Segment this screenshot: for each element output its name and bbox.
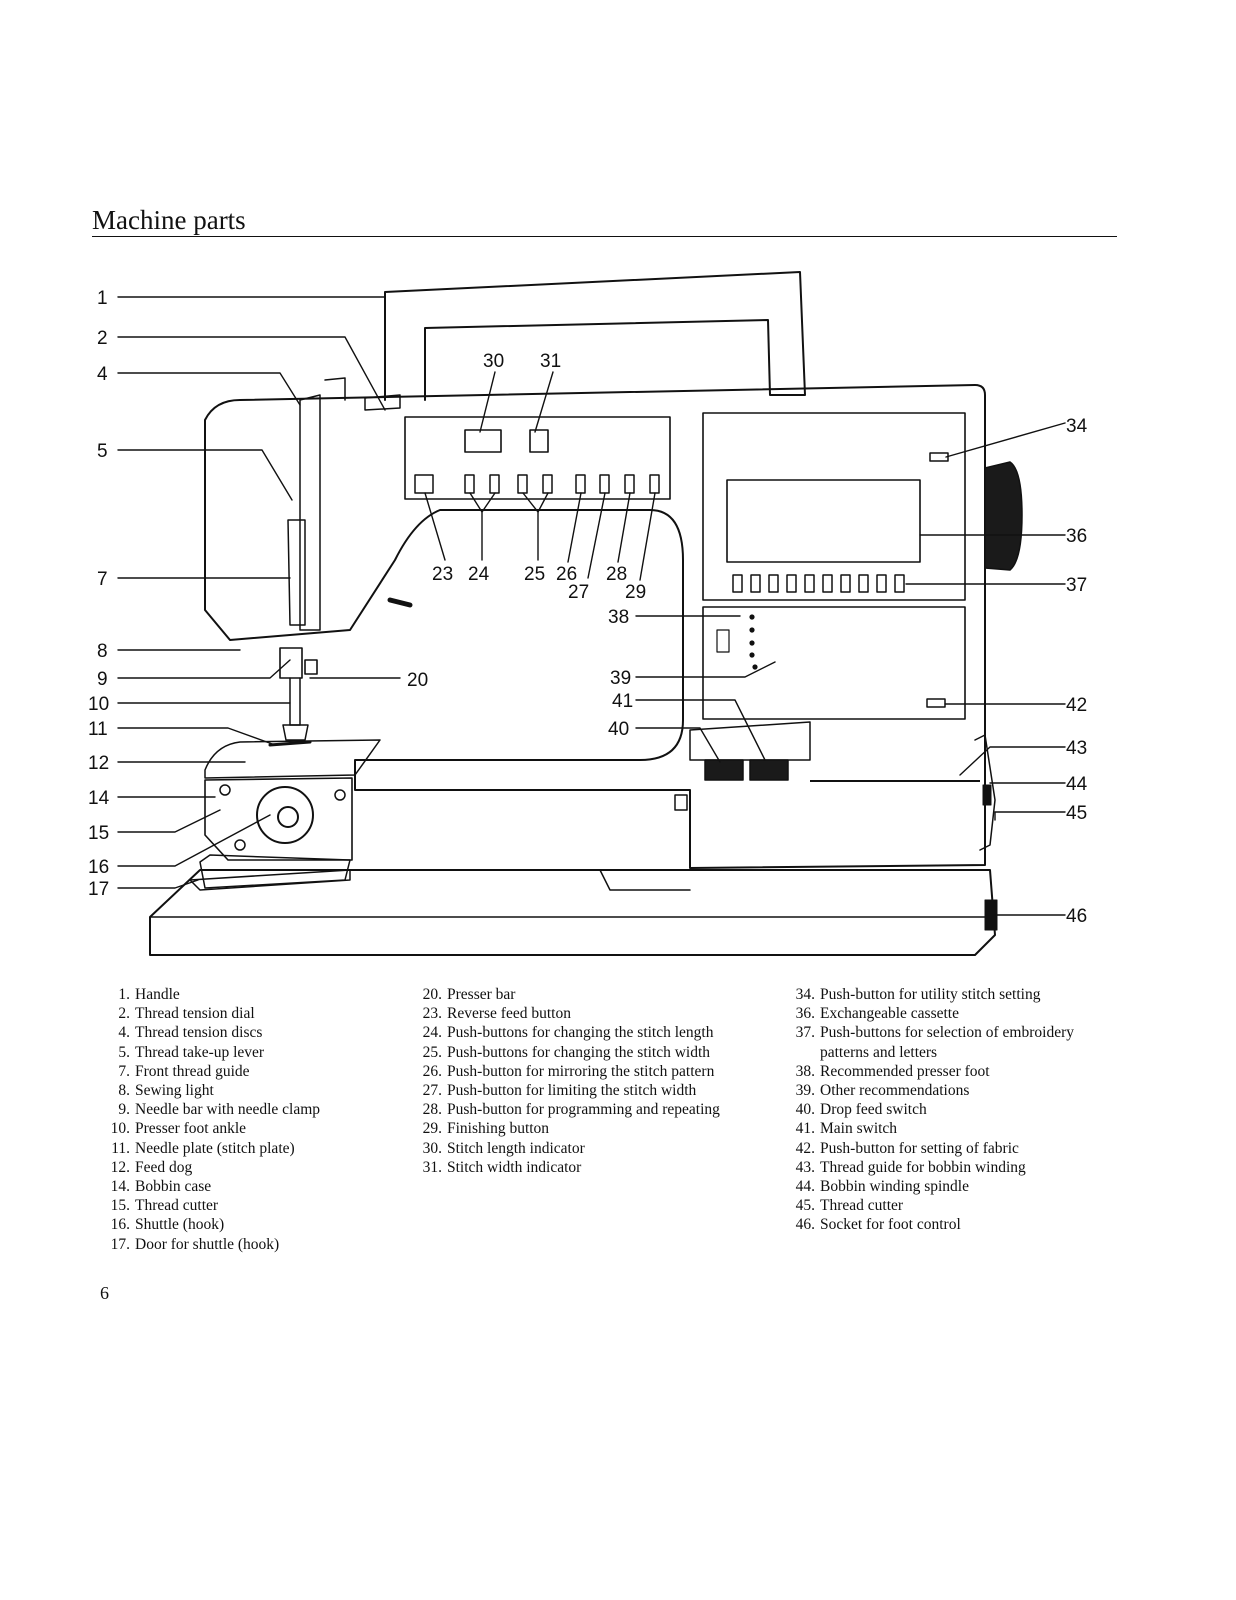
- callout-25: 25: [524, 564, 545, 585]
- panel-buttons: [414, 474, 660, 494]
- callout-10: 10: [88, 694, 109, 715]
- legend-item: 43.Thread guide for bobbin winding: [795, 1158, 1026, 1176]
- legend-item: 4.Thread tension discs: [118, 1024, 263, 1042]
- fabric-setting-button: [926, 698, 946, 708]
- control-panel: [404, 416, 671, 500]
- callout-45: 45: [1066, 803, 1087, 824]
- page-number: 6: [100, 1283, 109, 1303]
- callout-37: 37: [1066, 575, 1087, 596]
- callout-46: 46: [1066, 906, 1087, 927]
- legend-item: 17.Door for shuttle (hook): [110, 1235, 280, 1253]
- legend-item: 26.Push-button for mirroring the stitch …: [422, 1062, 715, 1080]
- callout-39: 39: [610, 668, 631, 689]
- legend-item: 15.Thread cutter: [110, 1197, 219, 1215]
- legend-item: 42.Push-button for setting of fabric: [795, 1139, 1019, 1157]
- embroidery-buttons: [732, 574, 905, 593]
- legend-item: 16.Shuttle (hook): [110, 1216, 225, 1234]
- legend-item: 31.Stitch width indicator: [422, 1158, 582, 1176]
- callout-23: 23: [432, 564, 453, 585]
- callout-30: 30: [483, 351, 504, 372]
- legend-item: 1.Handle: [118, 986, 180, 1003]
- title-rule: [92, 236, 1117, 237]
- callout-1: 1: [97, 288, 108, 309]
- callout-labels: 1 2 4 5 7 8 9 10 11 12 14 15 16 17 20 23…: [88, 288, 1088, 927]
- callout-41: 41: [612, 691, 633, 712]
- callout-28: 28: [606, 564, 627, 585]
- legend-item: 39.Other recommendations: [795, 1082, 970, 1100]
- legend-item: 45.Thread cutter: [795, 1197, 904, 1215]
- callout-43: 43: [1066, 738, 1087, 759]
- legend-item: 12.Feed dog: [110, 1158, 193, 1176]
- legend-item: 44.Bobbin winding spindle: [795, 1178, 969, 1196]
- legend-item: 46.Socket for foot control: [795, 1216, 961, 1234]
- legend-item: 11.Needle plate (stitch plate): [111, 1139, 295, 1157]
- legend-item: 10.Presser foot ankle: [110, 1120, 247, 1138]
- legend-item: 14.Bobbin case: [110, 1178, 212, 1196]
- callout-14: 14: [88, 788, 110, 809]
- legend-item: 34.Push-button for utility stitch settin…: [795, 986, 1041, 1003]
- legend-item: 8.Sewing light: [118, 1082, 214, 1100]
- page-title: Machine parts: [92, 205, 246, 235]
- legend-item: 2.Thread tension dial: [118, 1005, 255, 1023]
- hand-wheel: [984, 461, 1023, 571]
- legend-item: 25.Push-buttons for changing the stitch …: [422, 1043, 711, 1061]
- machine-body: [204, 384, 986, 869]
- legend-item: 28.Push-button for programming and repea…: [422, 1101, 720, 1119]
- callout-42: 42: [1066, 695, 1087, 716]
- right-panel-upper: [702, 412, 966, 601]
- callout-29: 29: [625, 582, 646, 603]
- sewing-machine-diagram: 1 2 4 5 7 8 9 10 11 12 14 15 16 17 20 23…: [88, 271, 1088, 956]
- callout-24: 24: [468, 564, 490, 585]
- machine-handle: [384, 271, 806, 401]
- legend-column-1: 1.Handle 2.Thread tension dial 4.Thread …: [100, 985, 400, 1254]
- legend-item: 41.Main switch: [795, 1120, 898, 1138]
- legend-item: 30.Stitch length indicator: [422, 1139, 585, 1157]
- bobbin-case: [256, 786, 314, 844]
- legend-column-3: 34.Push-button for utility stitch settin…: [785, 985, 1115, 1235]
- legend-item: 5.Thread take-up lever: [118, 1043, 265, 1061]
- callout-4: 4: [97, 364, 108, 385]
- callout-7: 7: [97, 569, 108, 590]
- callout-12: 12: [88, 753, 109, 774]
- stitch-length-indicator: [464, 429, 502, 453]
- legend-column-2: 20.Presser bar 23.Reverse feed button 24…: [412, 985, 752, 1177]
- callout-20: 20: [407, 670, 428, 691]
- stitch-width-indicator: [529, 429, 549, 453]
- main-switch: [749, 759, 789, 781]
- legend-item: 40.Drop feed switch: [795, 1101, 927, 1119]
- exchangeable-cassette: [726, 479, 921, 563]
- callout-36: 36: [1066, 526, 1087, 547]
- legend-item: 9.Needle bar with needle clamp: [118, 1101, 321, 1119]
- callout-2: 2: [97, 328, 108, 349]
- machine-base: [149, 869, 996, 956]
- legend-item: 27.Push-button for limiting the stitch w…: [422, 1082, 697, 1100]
- legend-item: 7.Front thread guide: [118, 1062, 250, 1080]
- right-panel-lower: [702, 606, 966, 720]
- legend-item: 36.Exchangeable cassette: [795, 1005, 959, 1023]
- callout-34: 34: [1066, 416, 1088, 437]
- legend-item: 38.Recommended presser foot: [795, 1062, 990, 1080]
- callout-8: 8: [97, 641, 108, 662]
- callout-38: 38: [608, 607, 629, 628]
- legend-item: 37.Push-buttons for selection of embroid…: [795, 1024, 1074, 1061]
- legend-item: 29.Finishing button: [422, 1120, 550, 1138]
- callout-26: 26: [556, 564, 577, 585]
- callout-15: 15: [88, 823, 109, 844]
- callout-40: 40: [608, 719, 629, 740]
- callout-9: 9: [97, 669, 108, 690]
- presser-foot-indicator: [716, 614, 758, 670]
- leader-lines: [117, 296, 1066, 916]
- callout-11: 11: [88, 719, 108, 740]
- legend-item: 24.Push-buttons for changing the stitch …: [422, 1024, 714, 1042]
- callout-44: 44: [1066, 774, 1088, 795]
- shuttle-door: [204, 777, 353, 861]
- callout-31: 31: [540, 351, 561, 372]
- callout-16: 16: [88, 857, 109, 878]
- callout-5: 5: [97, 441, 108, 462]
- legend-item: 23.Reverse feed button: [422, 1005, 571, 1023]
- legend-item: 20.Presser bar: [422, 986, 516, 1003]
- callout-17: 17: [88, 879, 109, 900]
- callout-27: 27: [568, 582, 589, 603]
- drop-feed-switch: [704, 759, 744, 781]
